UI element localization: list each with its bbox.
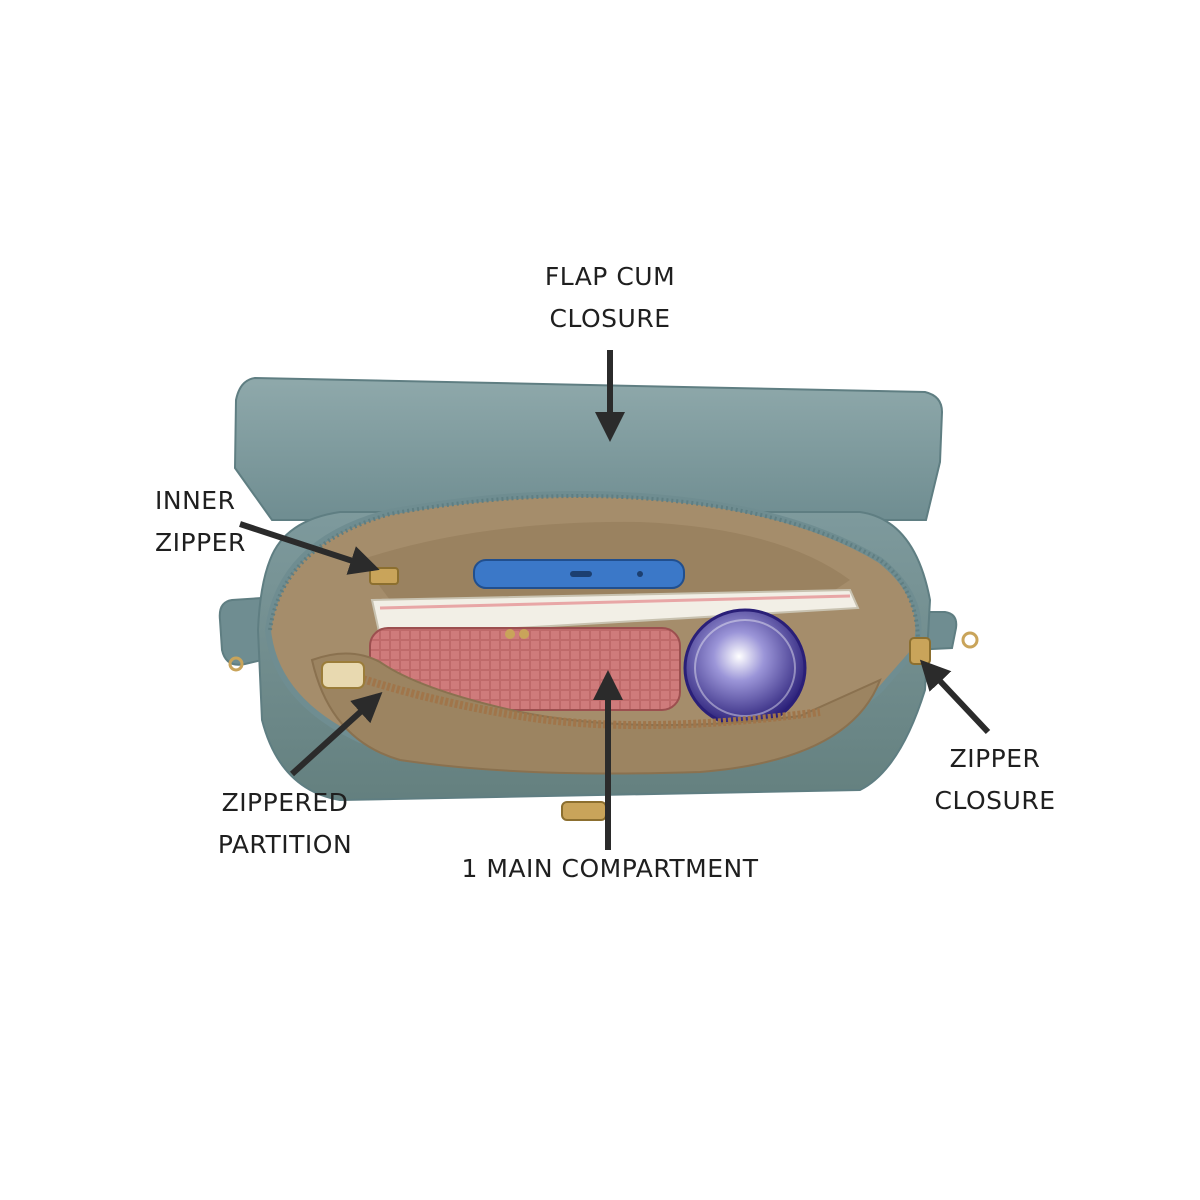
callout-zipper-closure: ZIPPER CLOSURE — [920, 738, 1070, 822]
callout-inner-zipper: INNER ZIPPER — [155, 480, 295, 564]
callout-main-compartment: 1 MAIN COMPARTMENT — [440, 848, 780, 890]
callout-flap: FLAP CUM CLOSURE — [510, 256, 710, 340]
left-ring-icon — [228, 656, 244, 672]
callout-flap-line1: FLAP CUM — [544, 262, 676, 291]
partition-zipper-track — [328, 664, 821, 730]
callout-inner-zipper-line2: ZIPPER — [155, 528, 246, 557]
notebook — [370, 588, 860, 638]
arrow-zippered-partition — [289, 691, 383, 777]
arrow-inner-zipper — [239, 521, 380, 575]
inner-zipper-pull — [369, 567, 399, 585]
arrow-zipper-closure — [919, 659, 991, 735]
callout-flap-line2: CLOSURE — [549, 304, 671, 333]
callout-zipper-closure-line2: CLOSURE — [934, 786, 1056, 815]
callout-zippered-partition: ZIPPERED PARTITION — [200, 782, 370, 866]
partition-zipper-pull — [321, 661, 365, 689]
main-zipper-track — [268, 494, 921, 651]
zippered-partition — [310, 652, 882, 775]
callout-zipper-closure-line1: ZIPPER — [949, 744, 1041, 773]
front-clasp — [561, 801, 607, 821]
callout-zippered-partition-line2: PARTITION — [217, 830, 353, 859]
right-ring-icon — [961, 631, 979, 649]
round-container — [683, 608, 807, 728]
bag-flap — [233, 376, 944, 521]
left-strap-loop — [218, 596, 263, 666]
callout-main-compartment-line1: 1 MAIN COMPARTMENT — [461, 854, 759, 883]
callout-zippered-partition-line1: ZIPPERED — [221, 788, 349, 817]
callout-inner-zipper-line1: INNER — [155, 486, 236, 515]
main-zipper-pull — [909, 637, 931, 665]
